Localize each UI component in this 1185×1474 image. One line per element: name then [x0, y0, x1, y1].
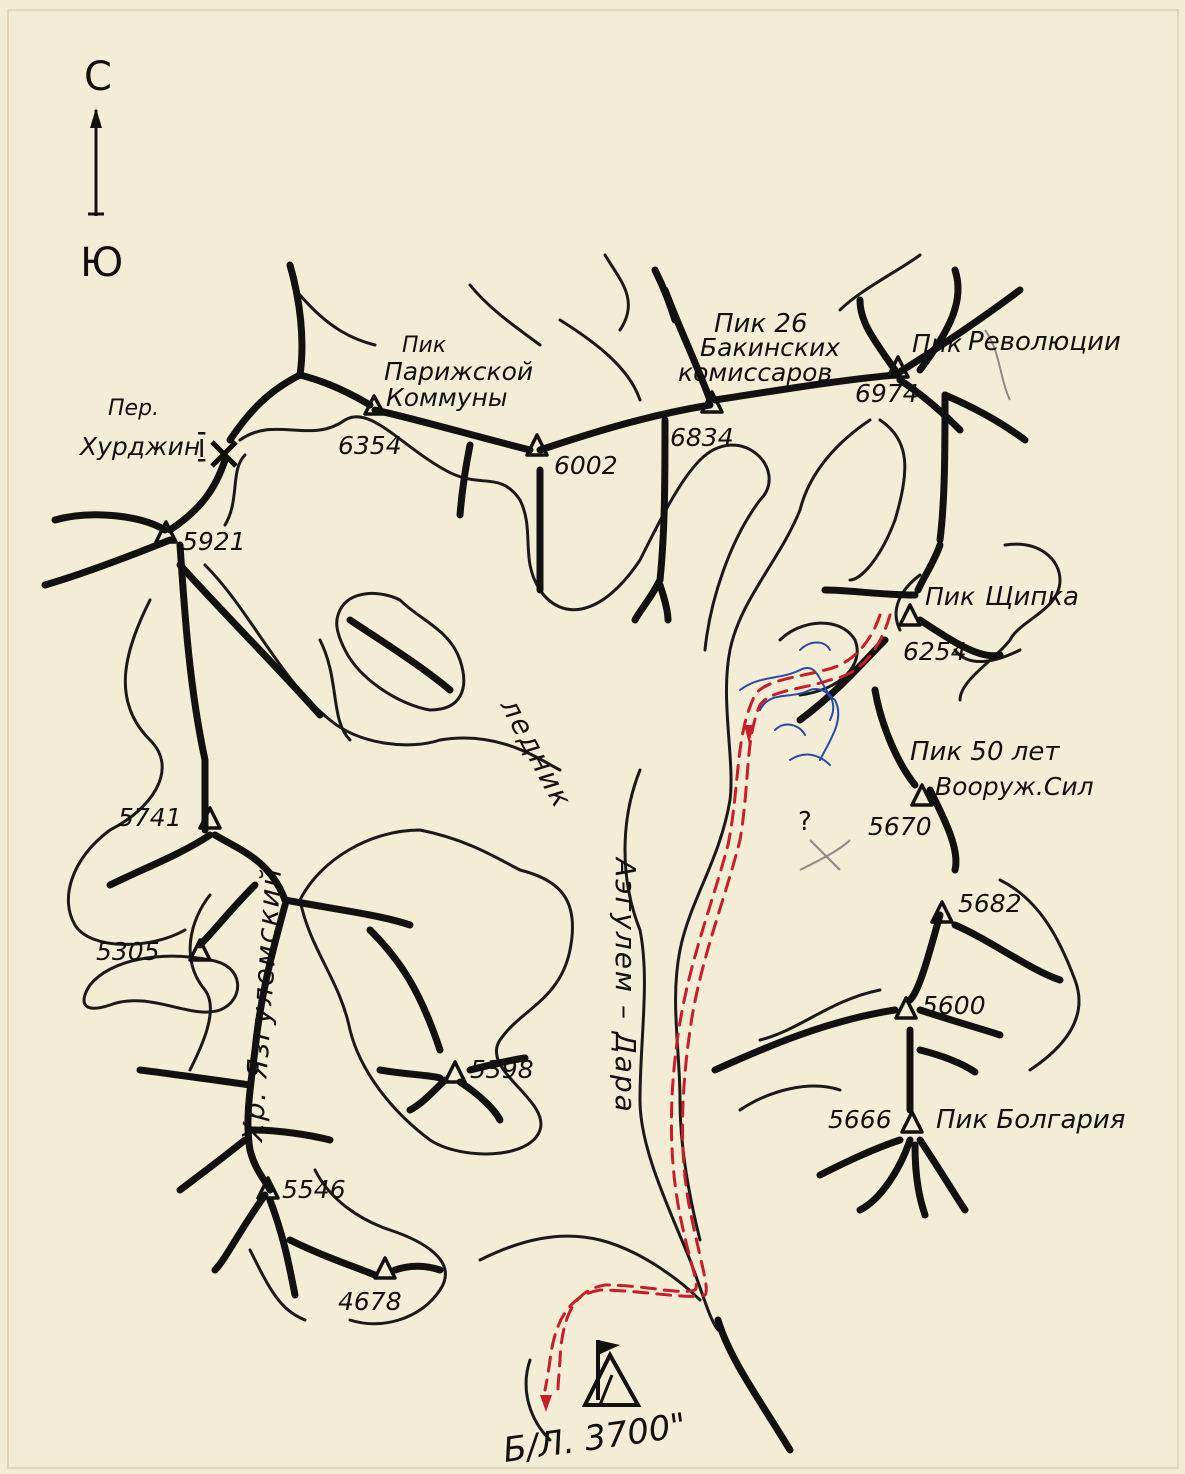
pass-cross-icon — [210, 440, 238, 468]
peak-6002-height: 6002 — [554, 451, 618, 480]
peak-5305-height: 5305 — [96, 937, 160, 966]
peak-triangle — [898, 603, 922, 627]
peak-markers — [154, 355, 954, 1280]
peak-baku-line1: Пик 26 — [714, 309, 808, 339]
peak-5921-height: 5921 — [182, 527, 246, 556]
paper-edge — [7, 9, 1179, 1469]
peak-revol-height: 6974 — [855, 379, 919, 408]
peak-shipka-height: 6254 — [903, 637, 967, 666]
ridges — [41, 261, 1064, 1454]
peak-bolg-height: 5666 — [828, 1105, 892, 1134]
peak-triangle — [930, 900, 954, 924]
pencil-marks — [799, 329, 1011, 871]
blue-scribble — [739, 641, 840, 766]
peak-triangle — [256, 1176, 280, 1200]
peak-triangle — [886, 355, 910, 379]
peak-triangle — [188, 938, 212, 962]
peak-bolg-name: Пик Болгария — [936, 1105, 1125, 1135]
peak-5398-height: 5398 — [470, 1055, 534, 1084]
peak-baku-line3: комиссаров — [678, 358, 832, 387]
glacier-label-word2: Аэгулем – Дара — [609, 856, 642, 1114]
glacier-outlines — [66, 253, 1081, 1442]
base-camp-icon — [581, 1340, 642, 1407]
peak-revol-line1: Пик — [912, 329, 962, 358]
peak-triangle — [525, 433, 549, 457]
peak-triangle — [373, 1256, 397, 1280]
peak-5600-height: 5600 — [922, 991, 986, 1020]
peak-triangle — [363, 394, 386, 416]
pass-numeral: I — [198, 434, 205, 463]
peak-50-line2: Вооруж.Сил — [935, 772, 1094, 801]
north-label: С — [84, 54, 112, 100]
peak-4678-height: 4678 — [338, 1287, 402, 1316]
pass-label-line1: Пер. — [108, 396, 159, 421]
peak-parizh-height: 6354 — [338, 431, 402, 460]
climbing-route — [540, 613, 892, 1412]
peak-5682-height: 5682 — [958, 889, 1022, 918]
peak-baku-height: 6834 — [670, 423, 734, 452]
peak-triangle — [700, 390, 724, 414]
peak-triangle — [900, 1110, 924, 1134]
peak-5546-height: 5546 — [282, 1175, 346, 1204]
peak-revol-line2: Революции — [968, 327, 1121, 357]
peak-triangle — [443, 1060, 467, 1084]
peak-triangle — [198, 806, 222, 830]
peak-baku-line2: Бакинских — [700, 333, 840, 362]
south-label: Ю — [80, 240, 123, 286]
peak-shipka-line1: Пик — [925, 582, 975, 611]
peak-shipka-line2: Щипка — [985, 582, 1079, 612]
peak-parizh-line1: Пик — [402, 333, 447, 358]
peak-triangle — [154, 520, 178, 544]
peak-50-line1: Пик 50 лет — [910, 737, 1060, 767]
question-mark: ? — [798, 807, 812, 837]
peak-5741-height: 5741 — [118, 803, 182, 832]
pass-label-line2: Хурджин — [78, 432, 200, 461]
peak-triangle — [894, 996, 918, 1020]
peak-parizh-line3: Коммуны — [386, 383, 508, 412]
peak-parizh-line2: Парижской — [384, 357, 533, 386]
north-arrow: С Ю — [80, 54, 123, 286]
peak-50-height: 5670 — [868, 812, 932, 841]
peak-triangle — [910, 783, 934, 807]
